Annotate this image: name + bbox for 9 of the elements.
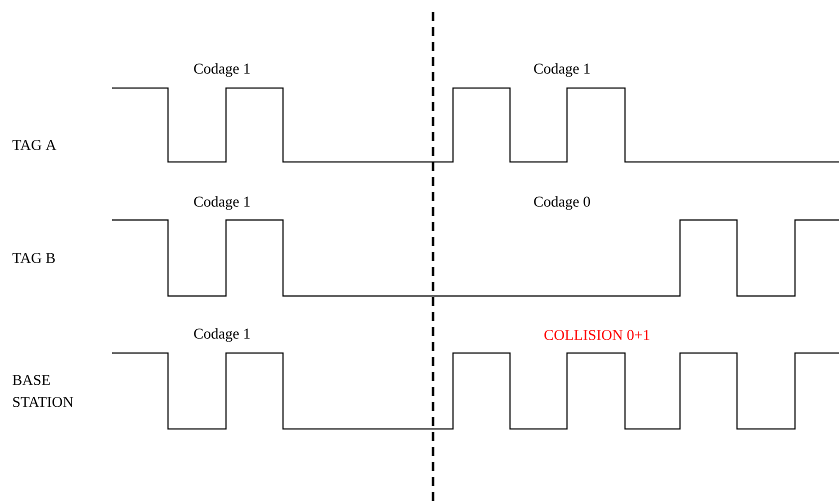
signal-label: BASE STATION <box>12 374 74 408</box>
waveform-label: Codage 1 <box>194 328 250 342</box>
waveform-label: Codage 1 <box>194 63 250 77</box>
collision-label: COLLISION 0+1 <box>544 330 650 340</box>
signal-label: TAG B <box>12 252 55 264</box>
signal-label: TAG A <box>12 140 56 150</box>
waveform-label: Codage 1 <box>194 196 250 210</box>
waveform-label: Codage 0 <box>534 196 590 210</box>
waveform-label: Codage 1 <box>534 63 590 77</box>
